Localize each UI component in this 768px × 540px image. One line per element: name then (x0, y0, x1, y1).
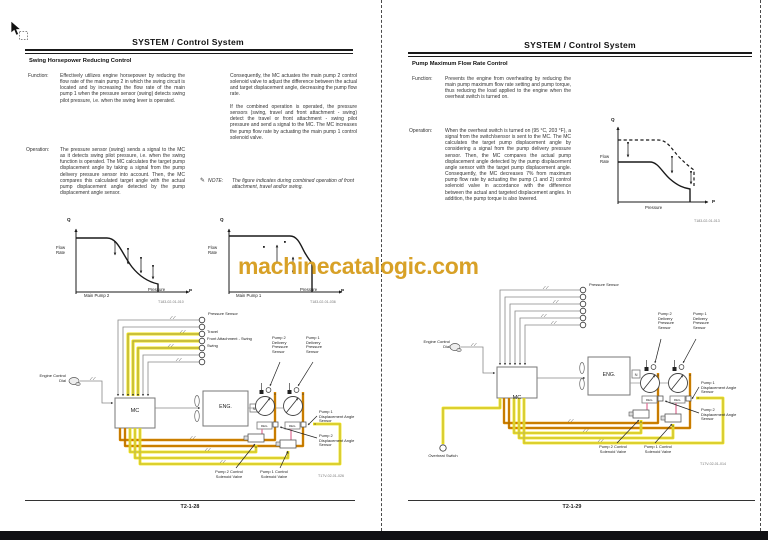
n-box-label: N (252, 406, 256, 411)
bottom-bar (0, 531, 768, 540)
left-col2-para1: Consequently, the MC actuates the main p… (230, 73, 357, 98)
right-wiring-diagram (439, 285, 725, 452)
chart1-p-label: P (189, 288, 193, 293)
right-footer-rule (408, 500, 755, 501)
right-operation-text: When the overheat switch is turned on (9… (445, 128, 571, 202)
label-engine-control-dial: Engine Control Dial (39, 373, 66, 383)
label-pressure-sensor-r: Pressure Sensor (589, 282, 619, 287)
left-header-rule (25, 49, 353, 51)
right-header-rule (408, 52, 752, 54)
label-pump1-disp: Pump 1 Displacement Angle Sensor (319, 409, 355, 424)
left-wiring-diagram (68, 315, 342, 469)
label-pump1-valve: Pump 1 Control Solenoid Valve (260, 469, 288, 479)
note-label: NOTE: (208, 178, 224, 184)
right-page-header: SYSTEM / Control System (524, 40, 636, 50)
right-header-rule-thin (408, 55, 752, 57)
chart3-code: T183-02-01-013 (694, 219, 720, 223)
chart2-caption: Main Pump 1 (236, 293, 262, 298)
chart1-q-label: Q (67, 217, 71, 222)
chart3-flow-label: Flow Rate (600, 154, 610, 164)
left-footer-rule (25, 500, 355, 501)
chart1-code: T183-02-01-010 (158, 300, 184, 304)
label-pump1-delivery-r: Pump 1 Delivery Pressure Sensor (693, 311, 710, 331)
chart2-q-label: Q (220, 217, 224, 222)
right-page-number: T2-1-29 (562, 504, 582, 510)
watermark: machinecatalogic.com (238, 253, 479, 279)
note-text: The figure indicates during combined ope… (232, 178, 354, 191)
label-pump2-disp-r: Pump 2 Displacement Angle Sensor (701, 407, 737, 422)
chart1-pressure-label: Pressure (148, 287, 166, 292)
eng-box-label-r: ENG. (602, 372, 616, 378)
chart-max-flow (616, 126, 709, 204)
mc-box-label: MC (130, 408, 140, 414)
reg1-label-r: REG. (673, 398, 682, 402)
left-function-label: Function: (28, 73, 49, 79)
chart1-caption: Main Pump 2 (84, 293, 110, 298)
chart-main-pump2 (74, 228, 190, 294)
label-pump2-delivery: Pump 2 Delivery Pressure Sensor (272, 335, 289, 355)
right-function-label: Function: (412, 76, 433, 82)
reg2-label-r: REG. (645, 398, 654, 402)
chart1-flow-label: Flow Rate (56, 245, 66, 255)
right-diagram-code: T17V-02-01-014 (700, 462, 726, 466)
left-operation-label: Operation: (26, 147, 50, 153)
label-swing: Swing (207, 343, 218, 348)
label-overheat-switch: Overheat Switch (428, 453, 458, 458)
chart2-p-label: P (341, 288, 345, 293)
left-page-header: SYSTEM / Control System (132, 37, 244, 47)
chart3-pressure-label: Pressure (645, 205, 663, 210)
left-function-text: Effectively utilizes engine horsepower b… (60, 73, 185, 104)
chart2-pressure-label: Pressure (300, 287, 318, 292)
eng-box-label: ENG. (219, 404, 232, 410)
label-pump2-valve: Pump 2 Control Solenoid Valve (215, 469, 243, 479)
left-diagram-code: T17V-02-01-026 (318, 474, 344, 478)
label-pump1-valve-r: Pump 1 Control Solenoid Valve (644, 444, 672, 454)
label-pump2-valve-r: Pump 2 Control Solenoid Valve (599, 444, 627, 454)
label-pump2-disp: Pump 2 Displacement Angle Sensor (319, 433, 355, 448)
chart3-p-label: P (712, 199, 716, 204)
left-header-rule-thin (25, 52, 353, 54)
note-pencil-icon: ✎ (200, 178, 206, 184)
left-page-number: T2-1-28 (180, 504, 200, 510)
label-pressure-sensor: Pressure Sensor (208, 311, 238, 316)
label-engine-control-dial-r: Engine Control Dial (423, 339, 450, 349)
left-operation-text: The pressure sensor (swing) sends a sign… (60, 147, 185, 197)
right-section-title: Pump Maximum Flow Rate Control (412, 61, 508, 67)
chart2-code: T183-02-01-036 (310, 300, 336, 304)
right-function-text: Prevents the engine from overheating by … (445, 76, 571, 101)
center-fold-line (381, 0, 382, 531)
chart-main-pump1 (227, 228, 343, 294)
right-fold-line (760, 0, 761, 531)
left-col2-para2: If the combined operation is operated, t… (230, 104, 357, 141)
label-front-attachment-swing: Front Attachment - Swing (207, 336, 252, 341)
label-pump1-disp-r: Pump 1 Displacement Angle Sensor (701, 380, 737, 395)
chart3-q-label: Q (611, 117, 615, 122)
right-operation-label: Operation: (409, 128, 433, 134)
n-box-label-r: N (634, 372, 638, 377)
reg1-label: REG. (288, 424, 297, 428)
left-section-title: Swing Horsepower Reducing Control (29, 58, 132, 64)
reg2-label: REG. (260, 424, 269, 428)
mc-box-label-r: MC (512, 395, 522, 401)
mouse-cursor-icon (10, 20, 28, 40)
chart2-flow-label: Flow Rate (208, 245, 218, 255)
label-pump2-delivery-r: Pump 2 Delivery Pressure Sensor (658, 311, 675, 331)
label-travel: Travel (207, 329, 218, 334)
label-pump1-delivery: Pump 1 Delivery Pressure Sensor (306, 335, 323, 355)
